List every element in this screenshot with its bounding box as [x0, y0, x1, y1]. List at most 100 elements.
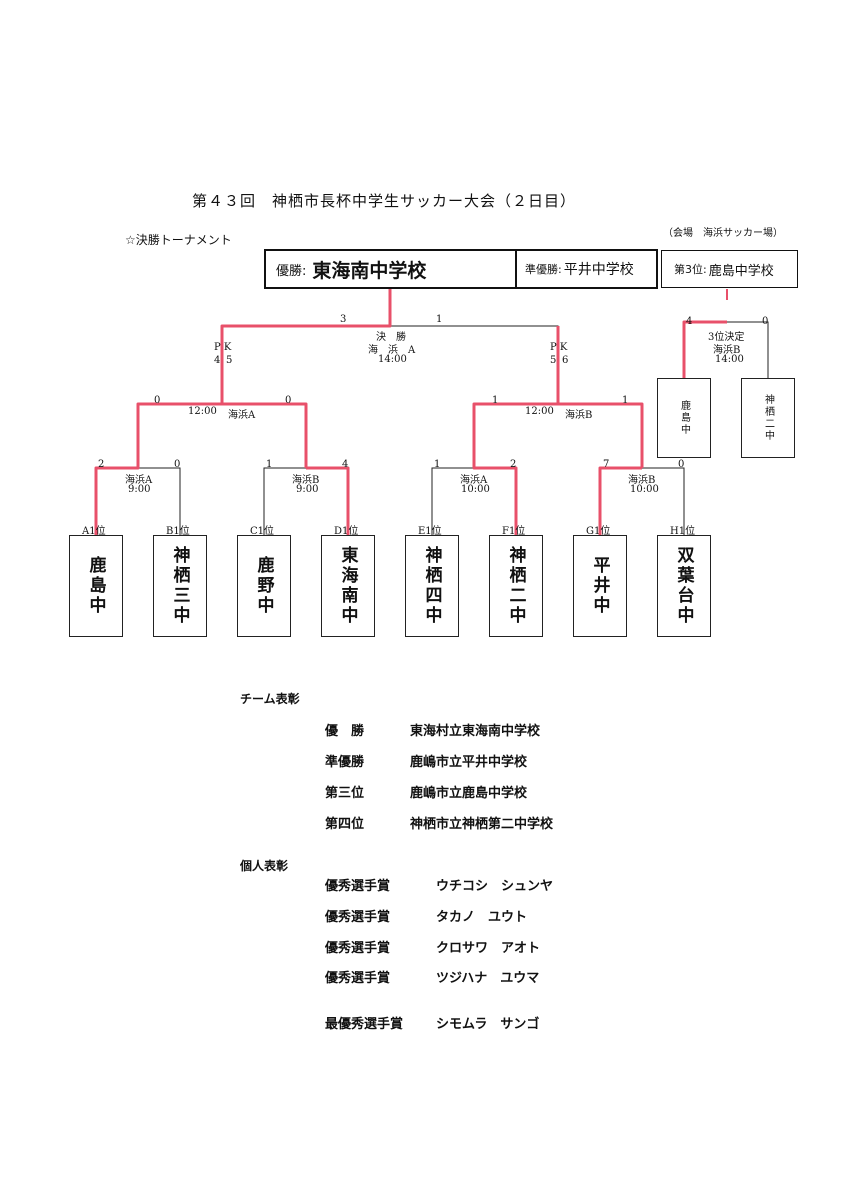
qf3-score-left: 1 — [434, 459, 441, 470]
individual-award-4: 優秀選手賞 — [325, 971, 391, 986]
final-label: 決 勝 — [376, 332, 406, 343]
qf2-venue: 海浜B — [292, 475, 320, 486]
team-box-a1: 鹿島中 — [69, 535, 123, 637]
individual-awards-heading: 個人表彰 — [240, 859, 289, 873]
team-award-rank-4: 第四位 — [325, 817, 365, 832]
qf2-score-left: 1 — [266, 459, 273, 470]
team-award-school-1: 東海村立東海南中学校 — [410, 724, 541, 739]
pk-mark-right: P K — [550, 342, 568, 353]
team-box-d1: 東海南中 — [321, 535, 375, 637]
runner-path-semi — [556, 326, 644, 468]
semi1-score-left: 0 — [154, 395, 161, 406]
mvp-name: シモムラ サンゴ — [436, 1017, 540, 1032]
semi2-time: 12:00 — [525, 406, 554, 417]
section-title: ☆決勝トーナメント — [125, 233, 232, 247]
third-match-venue: 海浜B — [713, 345, 741, 356]
seed-b1: B1位 — [166, 526, 190, 537]
individual-name-2: タカノ ユウト — [436, 910, 528, 925]
individual-name-4: ツジハナ ユウマ — [436, 971, 540, 986]
third-score-right: 0 — [762, 316, 769, 327]
team-box-b1: 神栖三中 — [153, 535, 207, 637]
pk-right-a: 5 — [550, 355, 557, 366]
team-award-school-2: 鹿嶋市立平井中学校 — [410, 755, 528, 770]
team-award-school-3: 鹿嶋市立鹿島中学校 — [410, 786, 528, 801]
third-label: 第3位: — [674, 263, 707, 276]
seed-d1: D1位 — [334, 526, 359, 537]
mvp-award: 最優秀選手賞 — [325, 1017, 404, 1032]
qf4-score-left: 7 — [603, 459, 610, 470]
runner-up-label: 準優勝: — [525, 263, 562, 276]
qf2-time: 9:00 — [296, 484, 319, 495]
qf1-score-left: 2 — [98, 459, 105, 470]
individual-award-2: 優秀選手賞 — [325, 910, 391, 925]
individual-award-1: 優秀選手賞 — [325, 879, 391, 894]
pk-mark-left: P K — [214, 342, 232, 353]
semi2-venue: 海浜B — [565, 410, 593, 421]
winner-path-semi — [222, 402, 308, 468]
individual-name-3: クロサワ アオト — [436, 941, 541, 956]
runner-up-name: 平井中学校 — [563, 262, 634, 278]
team-award-school-4: 神栖市立神栖第二中学校 — [410, 817, 554, 832]
pk-right-b: 6 — [562, 355, 569, 366]
pk-left-b: 5 — [226, 355, 233, 366]
team-box-c1: 鹿野中 — [237, 535, 291, 637]
third-score-left: 4 — [686, 316, 693, 327]
team-box-e1: 神栖四中 — [405, 535, 459, 637]
individual-award-3: 優秀選手賞 — [325, 941, 391, 956]
right-semi-path — [472, 402, 558, 535]
semi-right-line — [473, 403, 643, 468]
semi1-venue: 海浜A — [228, 410, 256, 421]
seed-h1: H1位 — [670, 526, 696, 537]
seed-a1: A1位 — [82, 526, 106, 537]
team-box-h1: 双葉台中 — [657, 535, 711, 637]
page-title: 第４３回 神栖市長杯中学生サッカー大会（２日目） — [192, 192, 577, 210]
qf4-time: 10:00 — [630, 484, 659, 495]
team-award-rank-1: 優 勝 — [325, 724, 365, 739]
seed-e1: E1位 — [418, 526, 442, 537]
semi1-score-right: 0 — [285, 395, 292, 406]
team-award-rank-3: 第三位 — [325, 786, 365, 801]
venue-note: （会場 海浜サッカー場） — [663, 228, 783, 239]
team-award-rank-2: 準優勝 — [325, 755, 365, 770]
individual-name-1: ウチコシ シュンヤ — [436, 879, 554, 894]
qf3-time: 10:00 — [461, 484, 490, 495]
qf4-score-right: 0 — [678, 459, 685, 470]
final-venue: 海 浜 A — [368, 345, 416, 356]
semi2-score-left: 1 — [492, 395, 499, 406]
semi1-time: 12:00 — [188, 406, 217, 417]
third-name: 鹿島中学校 — [708, 263, 774, 279]
team-box-f1: 神栖二中 — [489, 535, 543, 637]
third-box: 第3位: 鹿島中学校 — [661, 250, 798, 288]
seed-f1: F1位 — [502, 526, 526, 537]
final-time: 14:00 — [378, 354, 407, 365]
final-score-left: 3 — [340, 314, 347, 325]
semi2-score-right: 1 — [622, 395, 629, 406]
third-team-right: 神栖二中 — [741, 378, 795, 458]
seed-g1: G1位 — [586, 526, 611, 537]
winner-path-qf — [306, 466, 350, 535]
qf2-score-right: 4 — [342, 459, 349, 470]
pk-left-a: 4 — [214, 355, 221, 366]
third-winner-path — [682, 320, 727, 378]
semi-left-line — [137, 403, 307, 468]
qf1-time: 9:00 — [128, 484, 151, 495]
qf1-score-right: 0 — [174, 459, 181, 470]
runner-path-qf — [598, 466, 642, 535]
qf4-venue: 海浜B — [628, 475, 656, 486]
runner-up-box: 準優勝: 平井中学校 — [517, 249, 658, 289]
seed-c1: C1位 — [250, 526, 275, 537]
qf1-venue: 海浜A — [125, 475, 153, 486]
winner-name: 東海南中学校 — [312, 259, 427, 282]
winner-label: 優勝: — [276, 263, 307, 279]
qf3-venue: 海浜A — [460, 475, 488, 486]
qf3-score-right: 2 — [510, 459, 517, 470]
left-semi-path — [94, 402, 222, 535]
team-awards-heading: チーム表彰 — [240, 692, 300, 706]
third-match-time: 14:00 — [715, 354, 744, 365]
final-score-right: 1 — [436, 314, 443, 325]
third-team-left: 鹿島中 — [657, 378, 711, 458]
winner-path-final — [220, 289, 392, 404]
winner-box: 優勝: 東海南中学校 — [264, 249, 517, 289]
third-match-label: 3位決定 — [708, 332, 745, 343]
